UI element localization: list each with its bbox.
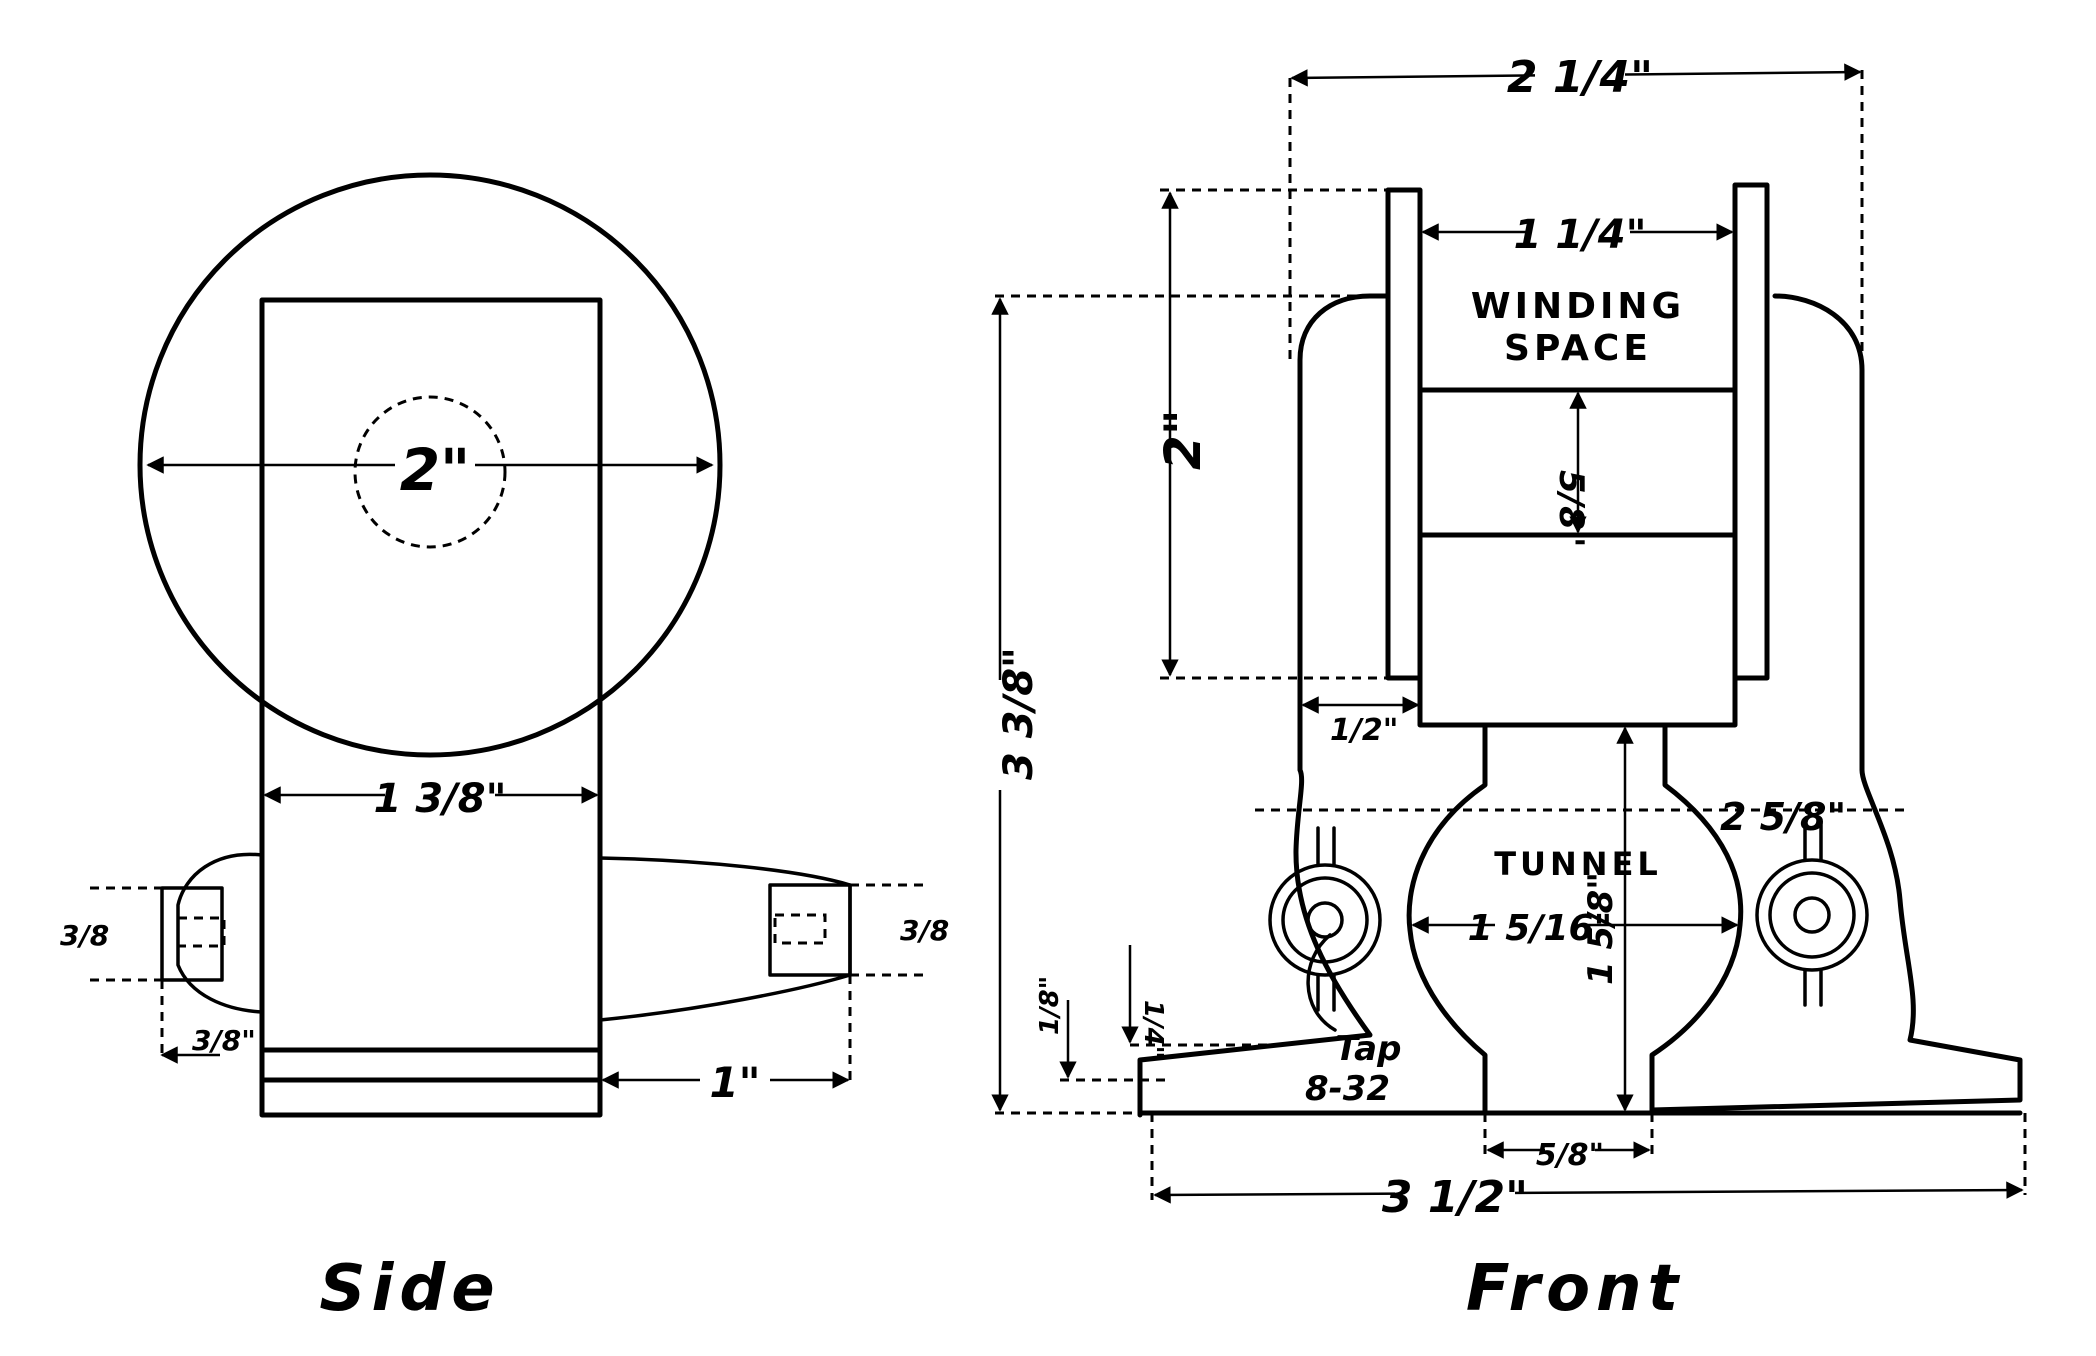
side-caption: Side [319,1252,500,1326]
side-flange-circle [137,172,723,758]
front-dim-inner-width-label: 1 1/4" [1514,212,1647,258]
front-dim-base-step-1-label: 1/4" [1138,1000,1168,1059]
front-dim-tunnel-width-label: 1 5/16" [1468,908,1613,949]
front-dim-ear-span-label: 2 5/8" [1720,795,1846,839]
front-dim-overall-top-label: 2 1/4" [1507,52,1653,103]
side-body [259,297,603,1118]
side-dim-lug-length-label: 1" [709,1058,760,1107]
front-label-tap: Tap [1335,1029,1401,1069]
front-dim-base-step-2-label: 1/8" [1035,976,1065,1035]
front-flange-right [1732,182,1770,681]
front-dim-core-height-label: 5/8" [1551,470,1591,547]
front-view: WINDING SPACE TUNNEL Tap 8-32 2 1/4" 1 1… [980,45,2027,1326]
front-dim-base-width [1153,1181,2024,1204]
front-bolt-left [1268,826,1382,1012]
front-body-outline [1137,293,2023,1118]
side-lug-left-tip [160,886,224,982]
side-lug-right [598,856,852,1022]
side-lug-left [176,852,264,1014]
front-label-tap-size: 8-32 [1305,1069,1390,1109]
front-label-space: SPACE [1504,328,1652,369]
side-view: 2" 1 3/8" 3/8 3/8 3/8" 1" Side [60,172,949,1326]
front-label-winding: WINDING [1471,286,1685,327]
side-dim-lug-left-label: 3/8 [60,919,109,952]
front-dim-wall-label: 1/2" [1330,713,1398,748]
front-label-tunnel: TUNNEL [1494,845,1662,883]
side-dim-diameter-label: 2" [400,436,471,504]
side-lug-right-hole [773,913,827,945]
side-dim-lug-right-label: 3/8 [900,914,949,947]
front-dim-tunnel-height-label: 1 5/8" [1581,872,1621,985]
front-dim-base-gap-label: 5/8" [1536,1138,1604,1173]
front-dim-total-height-label: 3 3/8" [996,647,1042,780]
front-caption: Front [1466,1252,1684,1326]
front-dim-flange-height-label: 2" [1154,409,1212,470]
side-dim-width-label: 1 3/8" [374,776,507,822]
side-dim-lug-offset-label: 3/8" [192,1024,256,1057]
front-flange-left [1385,187,1423,681]
side-lug-right-tip [768,883,852,977]
front-dim-base-width-label: 3 1/2" [1382,1172,1528,1223]
side-lug-left-hole [176,916,226,948]
front-bolt-right [1755,820,1869,1007]
